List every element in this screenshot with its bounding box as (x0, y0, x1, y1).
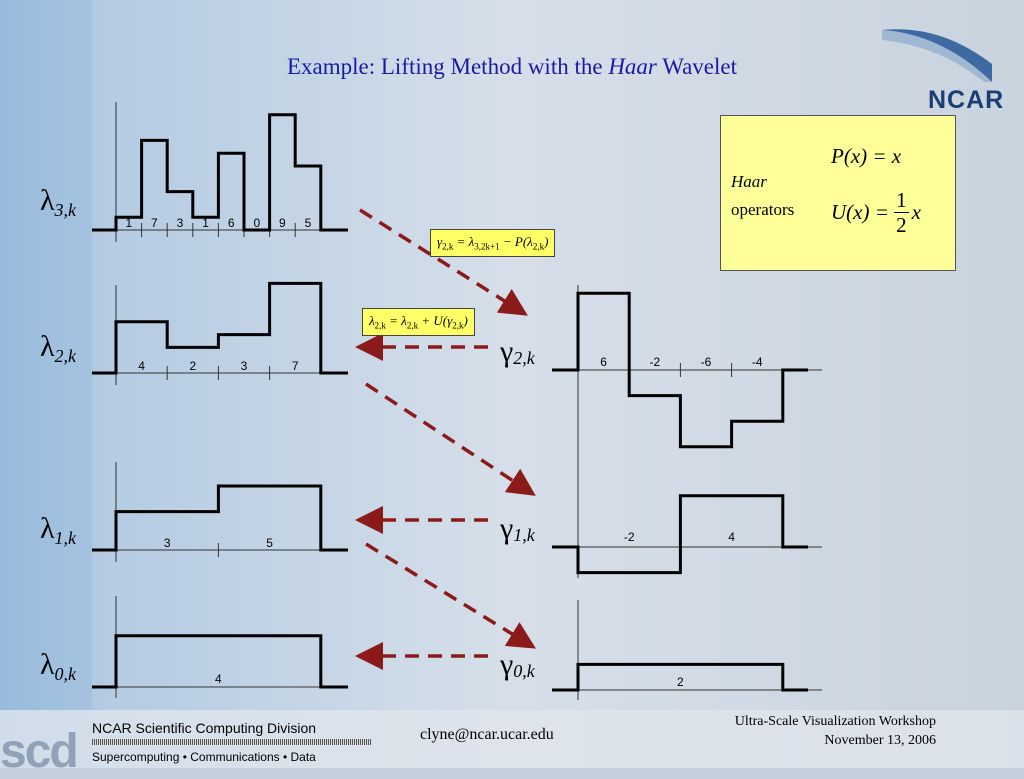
lambda3-value-label: 0 (253, 216, 261, 230)
lambda1-value-label: 5 (266, 536, 273, 550)
lambda3-step-signal (92, 113, 348, 232)
gamma2-value-label: 6 (600, 355, 607, 369)
lambda3-value-label: 6 (227, 216, 235, 230)
predict-formula: γ2,k = λ3,2k+1 − P(λ2,k) (430, 229, 556, 257)
lambda2-value-label: 4 (138, 359, 145, 373)
lambda1-step-signal (92, 484, 348, 552)
footer-divider (92, 739, 372, 745)
lambda-0-label: λ0,k (40, 648, 77, 684)
p-operator-equation: P(x) = x (831, 144, 902, 168)
lambda2-value-label: 7 (291, 359, 299, 373)
lambda3-value-label: 3 (176, 216, 184, 230)
gamma1-value-label: -2 (623, 530, 635, 544)
operators-label: operators (731, 200, 795, 219)
lambda3-value-label: 1 (202, 216, 209, 230)
ncar-logo-text: NCAR (928, 86, 1005, 114)
footer-email: clyne@ncar.ucar.edu (420, 726, 554, 743)
gamma1-step-signal (552, 494, 808, 575)
lambda0-step-signal (92, 634, 348, 689)
lambda-3-label: λ3,k (40, 184, 77, 220)
lambda-1-label: λ1,k (40, 512, 77, 548)
lambda2-value-label: 2 (189, 359, 197, 373)
workshop-date: November 13, 2006 (824, 733, 936, 748)
slide-title: Example: Lifting Method with the Haar Wa… (287, 54, 737, 79)
footer-tagline: Supercomputing • Communications • Data (92, 750, 316, 764)
lambda3-value-label: 1 (125, 216, 133, 230)
footer-division: NCAR Scientific Computing Division (92, 720, 317, 736)
gamma2-value-label: -6 (700, 355, 712, 369)
gamma-0-label: γ0,k (500, 648, 535, 681)
lambda3-value-label: 5 (304, 216, 312, 230)
lambda3-value-label: 7 (151, 216, 158, 230)
gamma-1-label: γ1,k (500, 512, 535, 545)
footer-workshop: Ultra-Scale Visualization Workshop Novem… (735, 712, 936, 750)
gamma1-value-label: 4 (728, 530, 735, 544)
lambda2-value-label: 3 (240, 359, 248, 373)
arrow-lambda1-to-gamma0 (365, 542, 536, 649)
arrow-lambda2-to-gamma1 (365, 382, 536, 496)
gamma2-step-signal (552, 291, 808, 449)
gamma0-step-signal (552, 662, 808, 692)
scd-logo: scd (0, 725, 79, 778)
lambda0-value-label: 4 (215, 672, 222, 686)
lambda-2-label: λ2,k (40, 330, 77, 366)
lambda3-value-label: 9 (279, 216, 286, 230)
gamma2-value-label: -4 (751, 355, 763, 369)
workshop-name: Ultra-Scale Visualization Workshop (734, 714, 936, 729)
haar-label: Haar (731, 172, 767, 191)
lambda1-value-label: 3 (163, 536, 171, 550)
gamma0-value-label: 2 (677, 675, 684, 689)
lambda2-step-signal (92, 281, 348, 375)
gamma2-value-label: -2 (649, 355, 661, 369)
update-formula: λ2,k = λ2,k + U(γ2,k) (362, 308, 475, 336)
arrow-lambda3-to-gamma2 (359, 208, 528, 316)
ncar-logo-swoosh-icon (882, 29, 992, 82)
gamma-2-label: γ2,k (500, 335, 535, 368)
